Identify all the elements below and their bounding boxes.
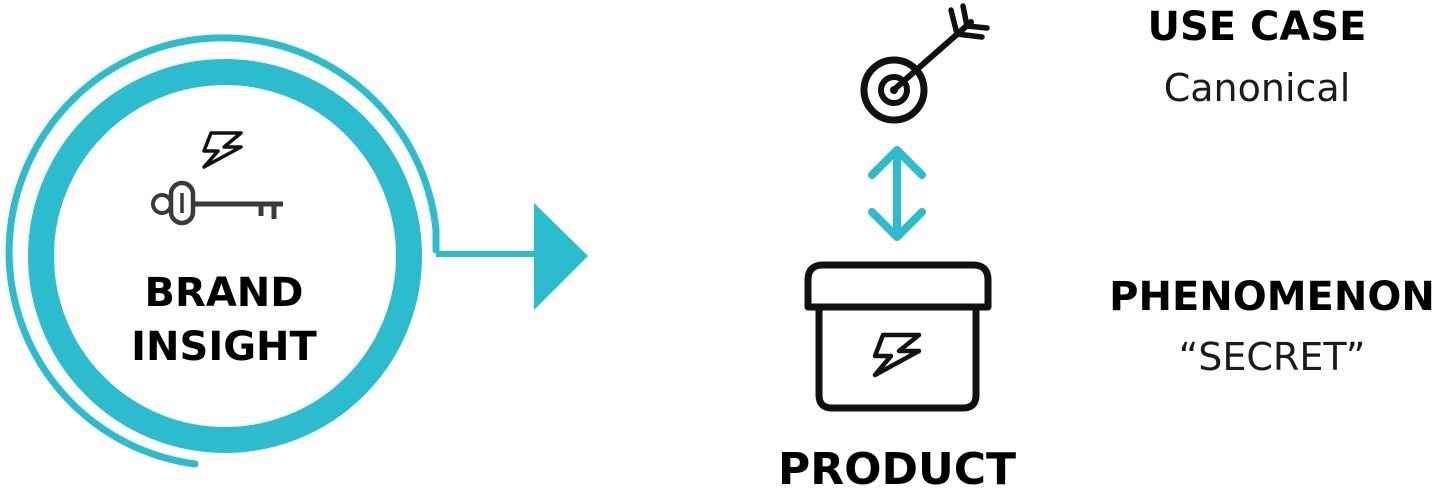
box-lightning-icon: [872, 332, 922, 378]
outer-ring: [5, 34, 440, 468]
key-icon: [151, 180, 283, 226]
double-arrow-icon: [868, 146, 926, 241]
target-arrow-icon: [860, 3, 990, 124]
brand-insight-line2: INSIGHT: [131, 324, 317, 370]
product-label: PRODUCT: [778, 444, 1016, 489]
use-case-subtitle: Canonical: [1164, 66, 1351, 110]
arrowhead-icon: [534, 203, 588, 310]
box-icon: [804, 261, 992, 412]
phenomenon-title: PHENOMENON: [1109, 274, 1435, 320]
brand-insight-line1: BRAND: [145, 270, 304, 316]
use-case-title: USE CASE: [1148, 4, 1367, 50]
lightning-icon: [202, 131, 243, 169]
phenomenon-subtitle: “SECRET”: [1179, 335, 1366, 379]
brand-insight-group: BRAND INSIGHT: [5, 34, 588, 468]
main-ring: [28, 59, 422, 453]
